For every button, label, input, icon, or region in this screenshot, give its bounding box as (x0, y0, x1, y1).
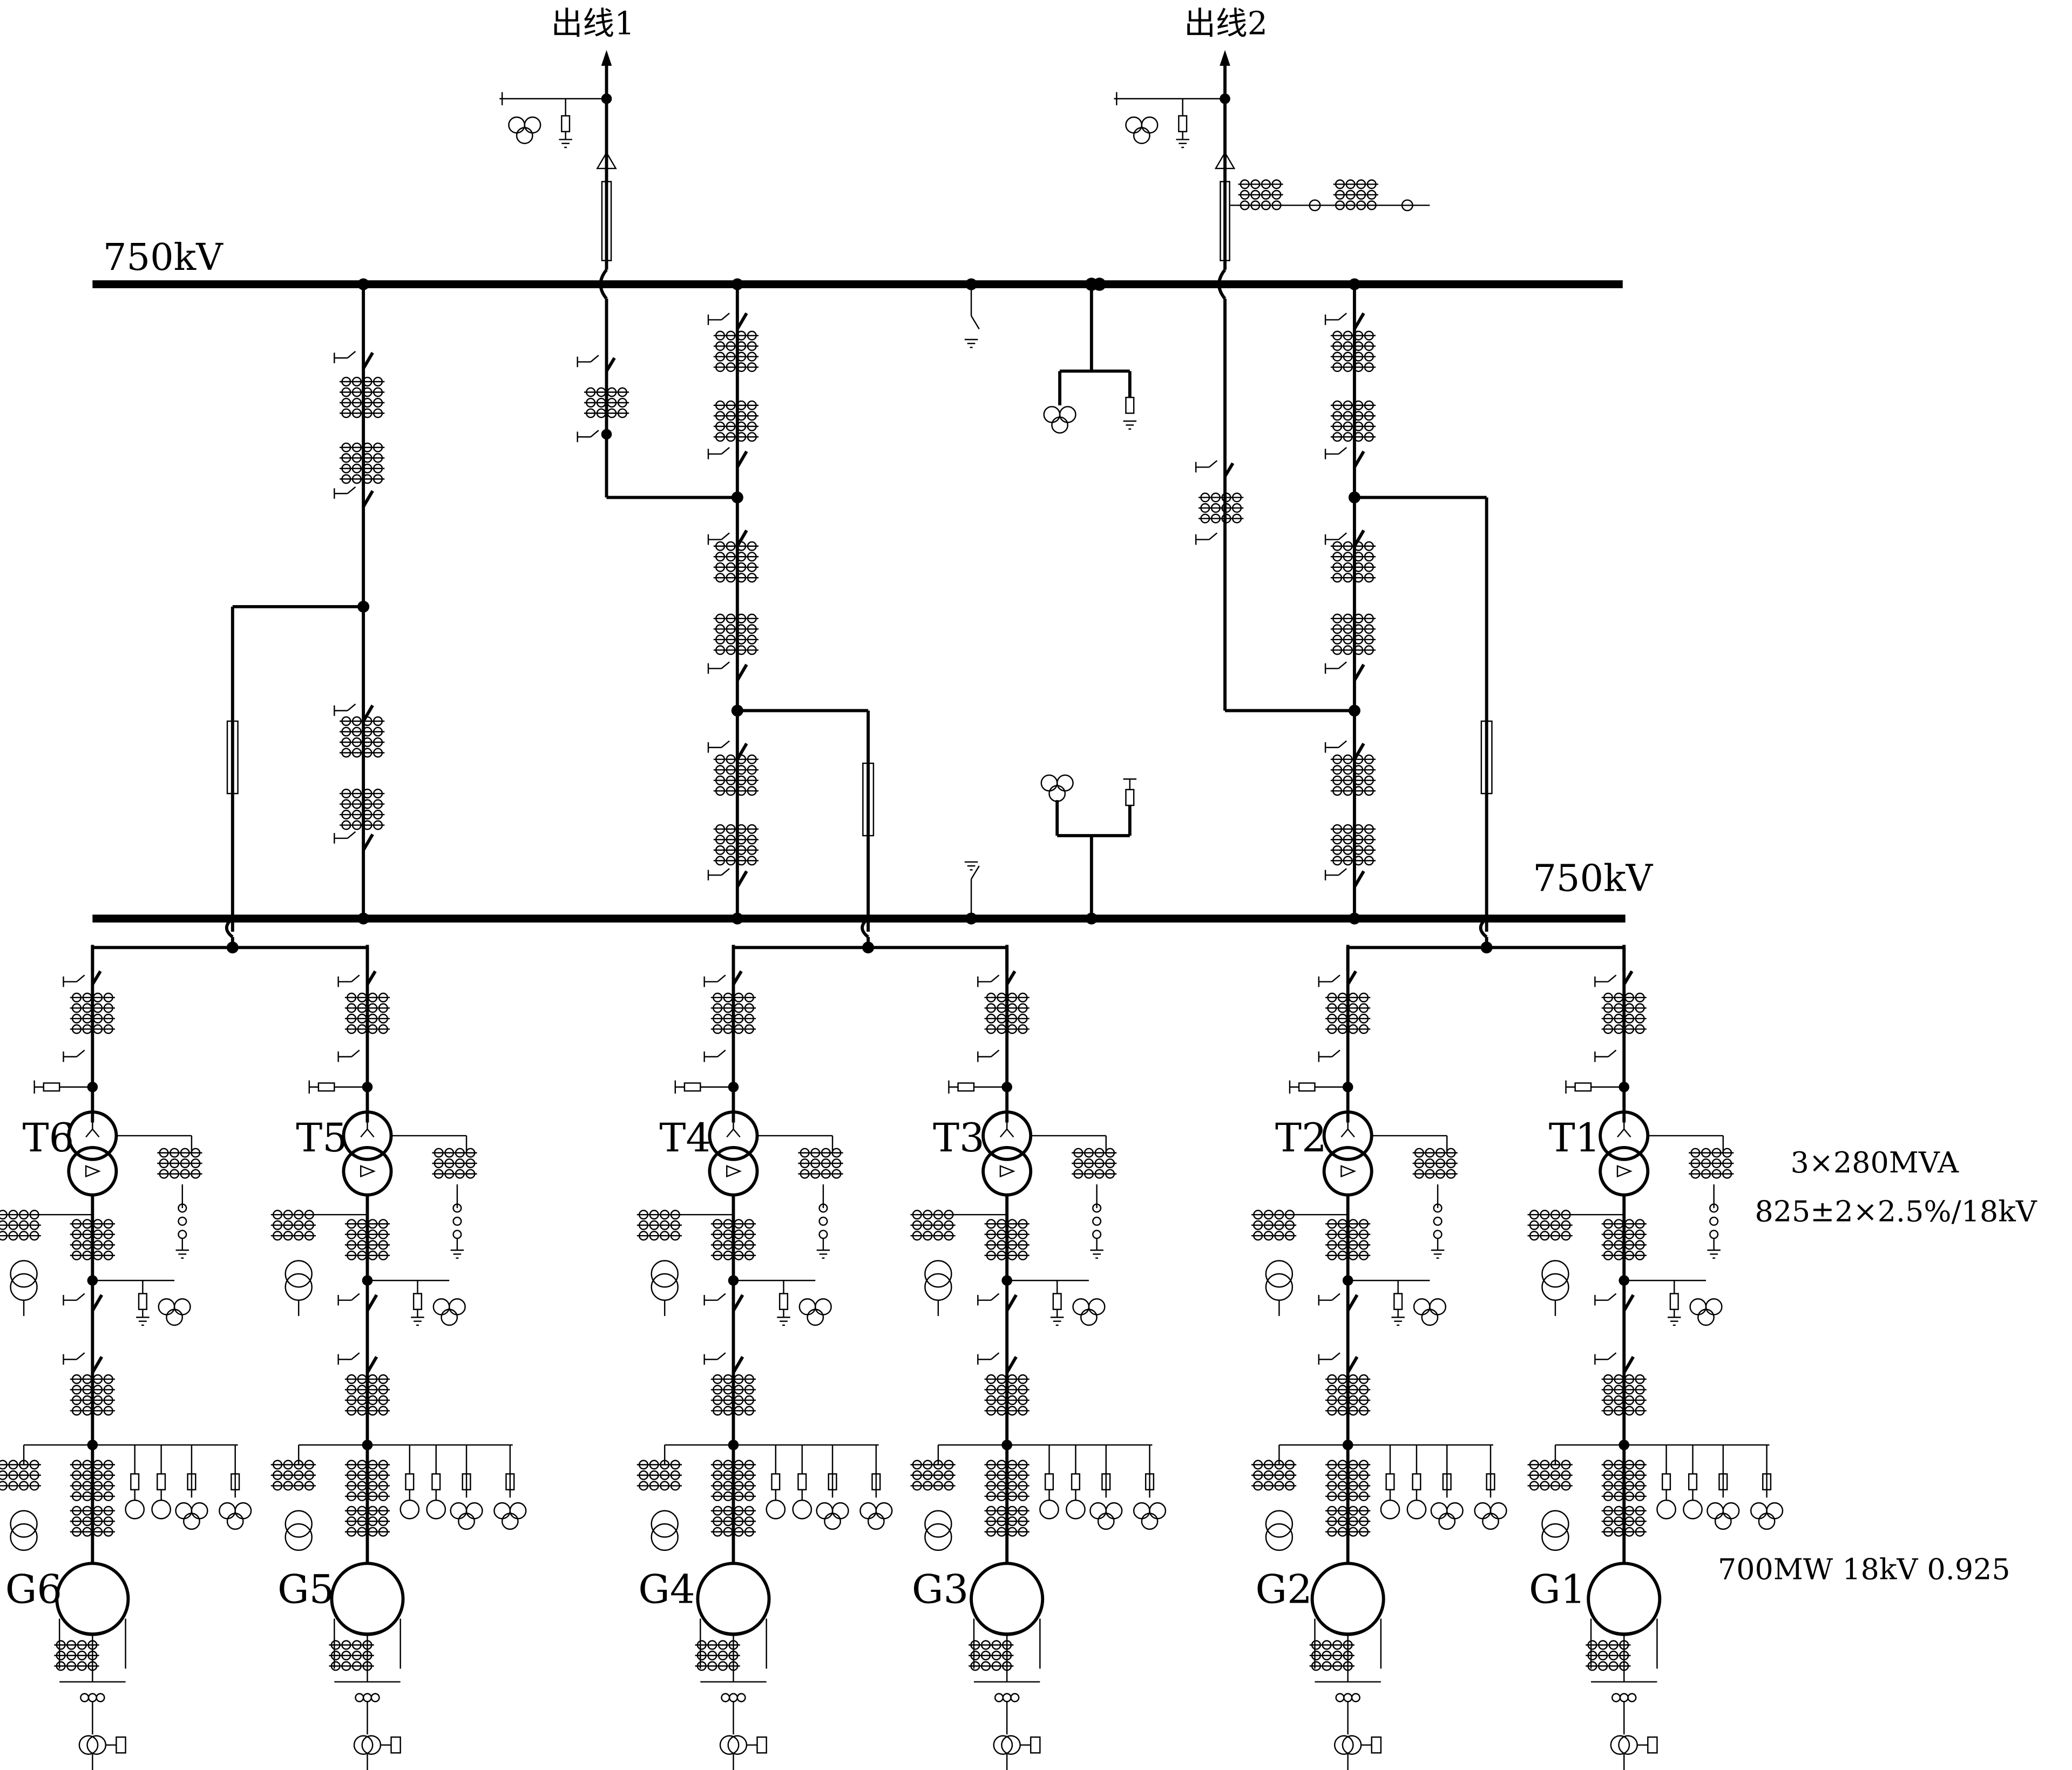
generator-rating: 700MW 18kV 0.925 (1718, 1552, 2010, 1586)
transformer-label-t6: T6 (23, 1115, 75, 1161)
unit-5 (271, 945, 526, 1770)
transformer-rating-line-2: 825±2×2.5%/18kV (1755, 1194, 2037, 1228)
outgoing-line-1-label: 出线1 (551, 5, 635, 42)
unit-1 (1528, 945, 1783, 1770)
generator-label-g1: G1 (1529, 1567, 1586, 1613)
transformer-label-t1: T1 (1549, 1115, 1601, 1161)
transformer-label-t5: T5 (296, 1115, 348, 1161)
unit-4 (637, 945, 892, 1770)
outgoing-line-2: 出线2 (1114, 5, 1430, 713)
lower-bus-vt (964, 774, 1137, 925)
upper-bus-vt (964, 277, 1137, 434)
generator-label-g5: G5 (277, 1567, 334, 1613)
transformer-label-t3: T3 (933, 1115, 985, 1161)
transformer-label-t4: T4 (659, 1115, 711, 1161)
generator-label-g3: G3 (912, 1567, 969, 1613)
bay-string-b (606, 278, 875, 932)
outgoing-line-2-label: 出线2 (1184, 5, 1268, 42)
outgoing-line-1: 出线1 (499, 5, 635, 498)
bay-string-a (226, 278, 384, 932)
bay-string-c (1324, 278, 1493, 932)
generator-label-g4: G4 (638, 1567, 695, 1613)
unit-2 (1251, 945, 1506, 1770)
unit-pair-tie-2 (732, 917, 1009, 972)
unit-6 (0, 945, 251, 1770)
transformer-label-t2: T2 (1275, 1115, 1327, 1161)
transformer-rating-line-1: 3×280MVA (1791, 1145, 1960, 1179)
unit-3 (910, 945, 1165, 1770)
generator-label-g6: G6 (5, 1567, 62, 1613)
generator-label-g2: G2 (1255, 1567, 1312, 1613)
lower-bus-label: 750kV (1533, 858, 1653, 900)
upper-bus-label: 750kV (103, 236, 224, 279)
unit-pair-tie-1 (91, 917, 369, 972)
